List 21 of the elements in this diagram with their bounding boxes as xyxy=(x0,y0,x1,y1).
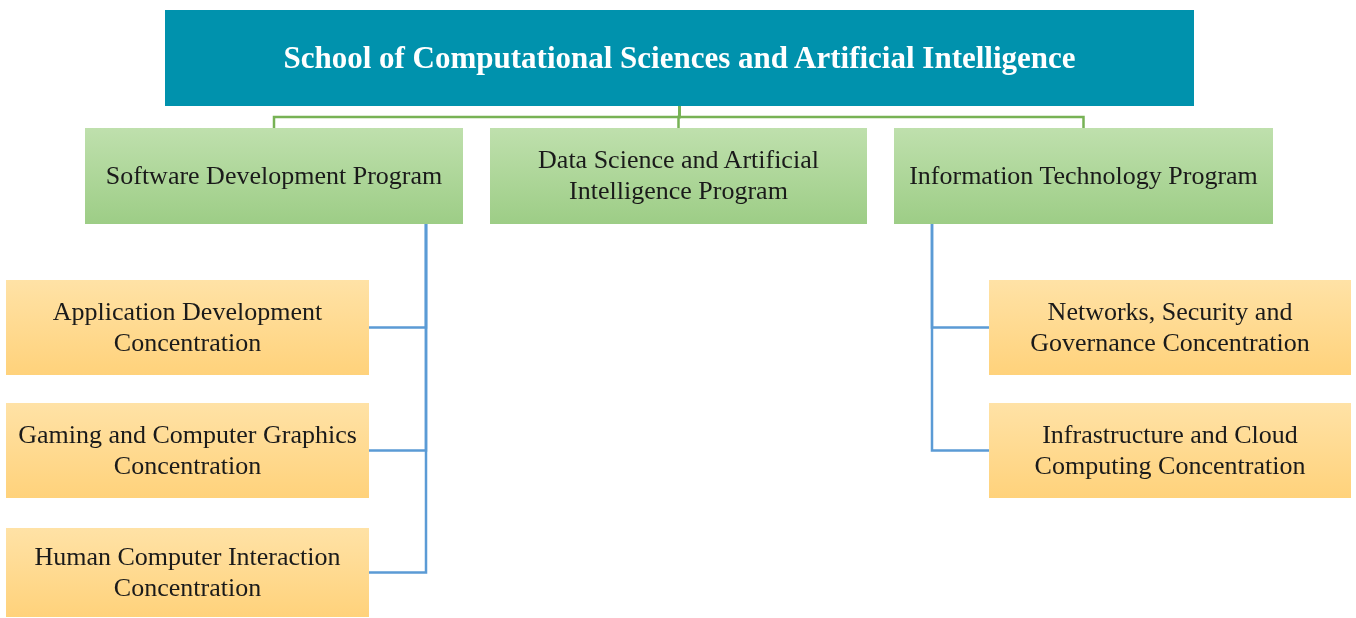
box-title: Networks, Security and Governance Concentration xyxy=(1029,296,1311,359)
box-title: Infrastructure and Cloud Computing Concentration xyxy=(1033,419,1307,482)
box-title: School of Computational Sciences and Artificial Intelligence xyxy=(283,39,1076,77)
connector-line xyxy=(678,106,1085,128)
box-title: Data Science and Artificial Intelligence Program xyxy=(537,145,820,207)
program-box xyxy=(490,128,867,224)
box-title: Software Development Program xyxy=(105,160,443,192)
connector-line xyxy=(930,224,989,452)
concentration-box xyxy=(6,403,369,498)
connector-line xyxy=(369,224,428,574)
box-title: Human Computer Interaction Concentration xyxy=(33,541,342,604)
concentration-box xyxy=(989,280,1351,375)
concentration-box xyxy=(6,528,369,617)
concentration-box xyxy=(989,403,1351,498)
program-box xyxy=(894,128,1273,224)
program-box xyxy=(85,128,463,224)
concentration-box xyxy=(6,280,369,375)
box-title: Information Technology Program xyxy=(909,160,1258,192)
box-title: Gaming and Computer Graphics Concentration xyxy=(17,419,358,482)
school-box xyxy=(165,10,1194,106)
box-title: Application Development Concentration xyxy=(51,296,324,359)
